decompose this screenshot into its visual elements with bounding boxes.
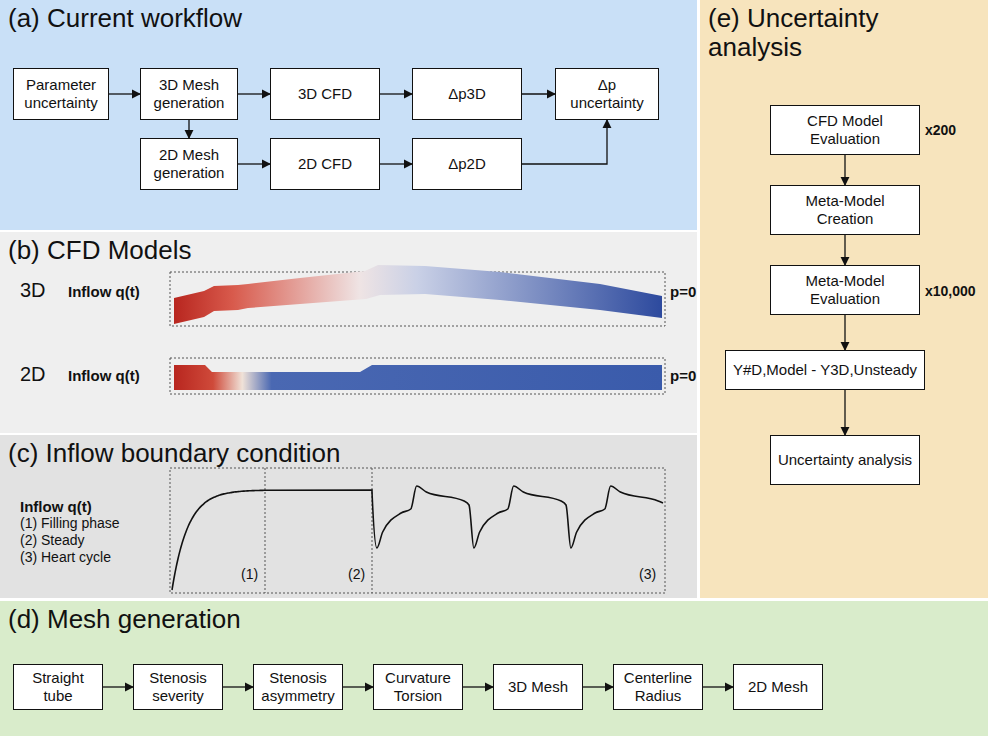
process-box: 3D CFD (270, 68, 380, 120)
flow-arrow (188, 120, 189, 138)
flow-arrow (522, 120, 607, 164)
flow-arrow (238, 163, 270, 164)
flow-arrow (343, 686, 373, 687)
box-label: 3D CFD (298, 85, 352, 103)
annotation-label: Inflow q(t) (68, 283, 140, 300)
panel-title: (b) CFD Models (8, 236, 191, 265)
annotation-label: (2) (348, 566, 365, 582)
annotation-label: x200 (925, 122, 956, 138)
panel-band: (b) CFD Models (0, 232, 697, 433)
panel-title: (d) Mesh generation (8, 605, 241, 634)
panel-title: (c) Inflow boundary condition (8, 439, 340, 468)
flow-arrow (844, 315, 845, 350)
flow-arrow (380, 93, 412, 94)
process-box: 2D Mesh (733, 664, 823, 710)
process-box: Centerline Radius (613, 664, 703, 710)
process-box: Y#D,Model - Y3D,Unsteady (725, 350, 925, 390)
vessel-2d (174, 365, 662, 390)
annotation-label: (1) (241, 566, 258, 582)
box-label: 3D Mesh (508, 678, 568, 696)
flow-arrow (522, 93, 555, 94)
panel-title: (a) Current workflow (8, 4, 242, 33)
box-label: 2D CFD (298, 155, 352, 173)
vessel-3d (174, 265, 662, 324)
box-label: Stenosis severity (138, 669, 218, 705)
panel-band: (d) Mesh generationStraight tube Stenosis… (0, 601, 988, 736)
panel-band: (a) Current workflowParameter uncertaint… (0, 0, 697, 230)
annotation-label: (3) Heart cycle (20, 549, 111, 565)
process-box: 2D Mesh generation (140, 138, 238, 190)
process-box: Uncertainty analysis (770, 435, 920, 485)
panel-title: (e) Uncertainty analysis (708, 4, 958, 61)
box-label: Centerline Radius (618, 669, 698, 705)
process-box: Straight tube (13, 664, 103, 710)
flow-arrow (844, 390, 845, 435)
box-label: Δp3D (448, 85, 486, 103)
box-label: Straight tube (18, 669, 98, 705)
process-box: 2D CFD (270, 138, 380, 190)
process-box: Stenosis severity (133, 664, 223, 710)
annotation-label: Inflow q(t) (20, 498, 92, 515)
annotation-label: (2) Steady (20, 532, 85, 548)
box-label: 2D Mesh (748, 678, 808, 696)
box-label: CFD Model Evaluation (775, 112, 915, 148)
process-box: Δp uncertainty (555, 68, 659, 120)
process-box: 3D Mesh generation (140, 68, 238, 120)
box-label: Stenosis asymmetry (258, 669, 338, 705)
process-box: Δp2D (412, 138, 522, 190)
flow-arrow (103, 686, 133, 687)
box-label: Meta-Model Creation (775, 192, 915, 228)
box-label: Curvature Torsion (378, 669, 458, 705)
flow-arrow (238, 93, 270, 94)
flow-arrow (703, 686, 733, 687)
annotation-label: p=0 (670, 367, 696, 384)
process-box: Meta-Model Evaluation (770, 265, 920, 315)
annotation-label: 3D (20, 279, 46, 302)
flow-arrow (223, 686, 253, 687)
box-label: 3D Mesh generation (145, 76, 233, 112)
process-box: Curvature Torsion (373, 664, 463, 710)
box-label: 2D Mesh generation (145, 146, 233, 182)
annotation-label: (1) Filling phase (20, 515, 120, 531)
flow-arrow (380, 163, 412, 164)
process-box: 3D Mesh (493, 664, 583, 710)
flow-arrow (844, 235, 845, 265)
box-label: Y#D,Model - Y3D,Unsteady (733, 361, 917, 379)
annotation-label: 2D (20, 363, 46, 386)
annotation-label: Inflow q(t) (68, 367, 140, 384)
process-box: CFD Model Evaluation (770, 105, 920, 155)
process-box: Parameter uncertainty (13, 68, 109, 120)
process-box: Meta-Model Creation (770, 185, 920, 235)
process-box: Δp3D (412, 68, 522, 120)
flow-arrow (463, 686, 493, 687)
annotation-label: p=0 (670, 283, 696, 300)
annotation-label: x10,000 (925, 283, 976, 299)
process-box: Stenosis asymmetry (253, 664, 343, 710)
flow-arrow (583, 686, 613, 687)
flow-arrow (109, 93, 140, 94)
flow-arrow (844, 155, 845, 185)
annotation-label: (3) (639, 566, 656, 582)
box-label: Parameter uncertainty (18, 76, 104, 112)
box-label: Δp uncertainty (560, 76, 654, 112)
box-label: Uncertainty analysis (778, 451, 912, 469)
inflow-curve (172, 486, 663, 590)
box-label: Meta-Model Evaluation (775, 272, 915, 308)
frame (170, 272, 665, 593)
box-label: Δp2D (448, 155, 486, 173)
